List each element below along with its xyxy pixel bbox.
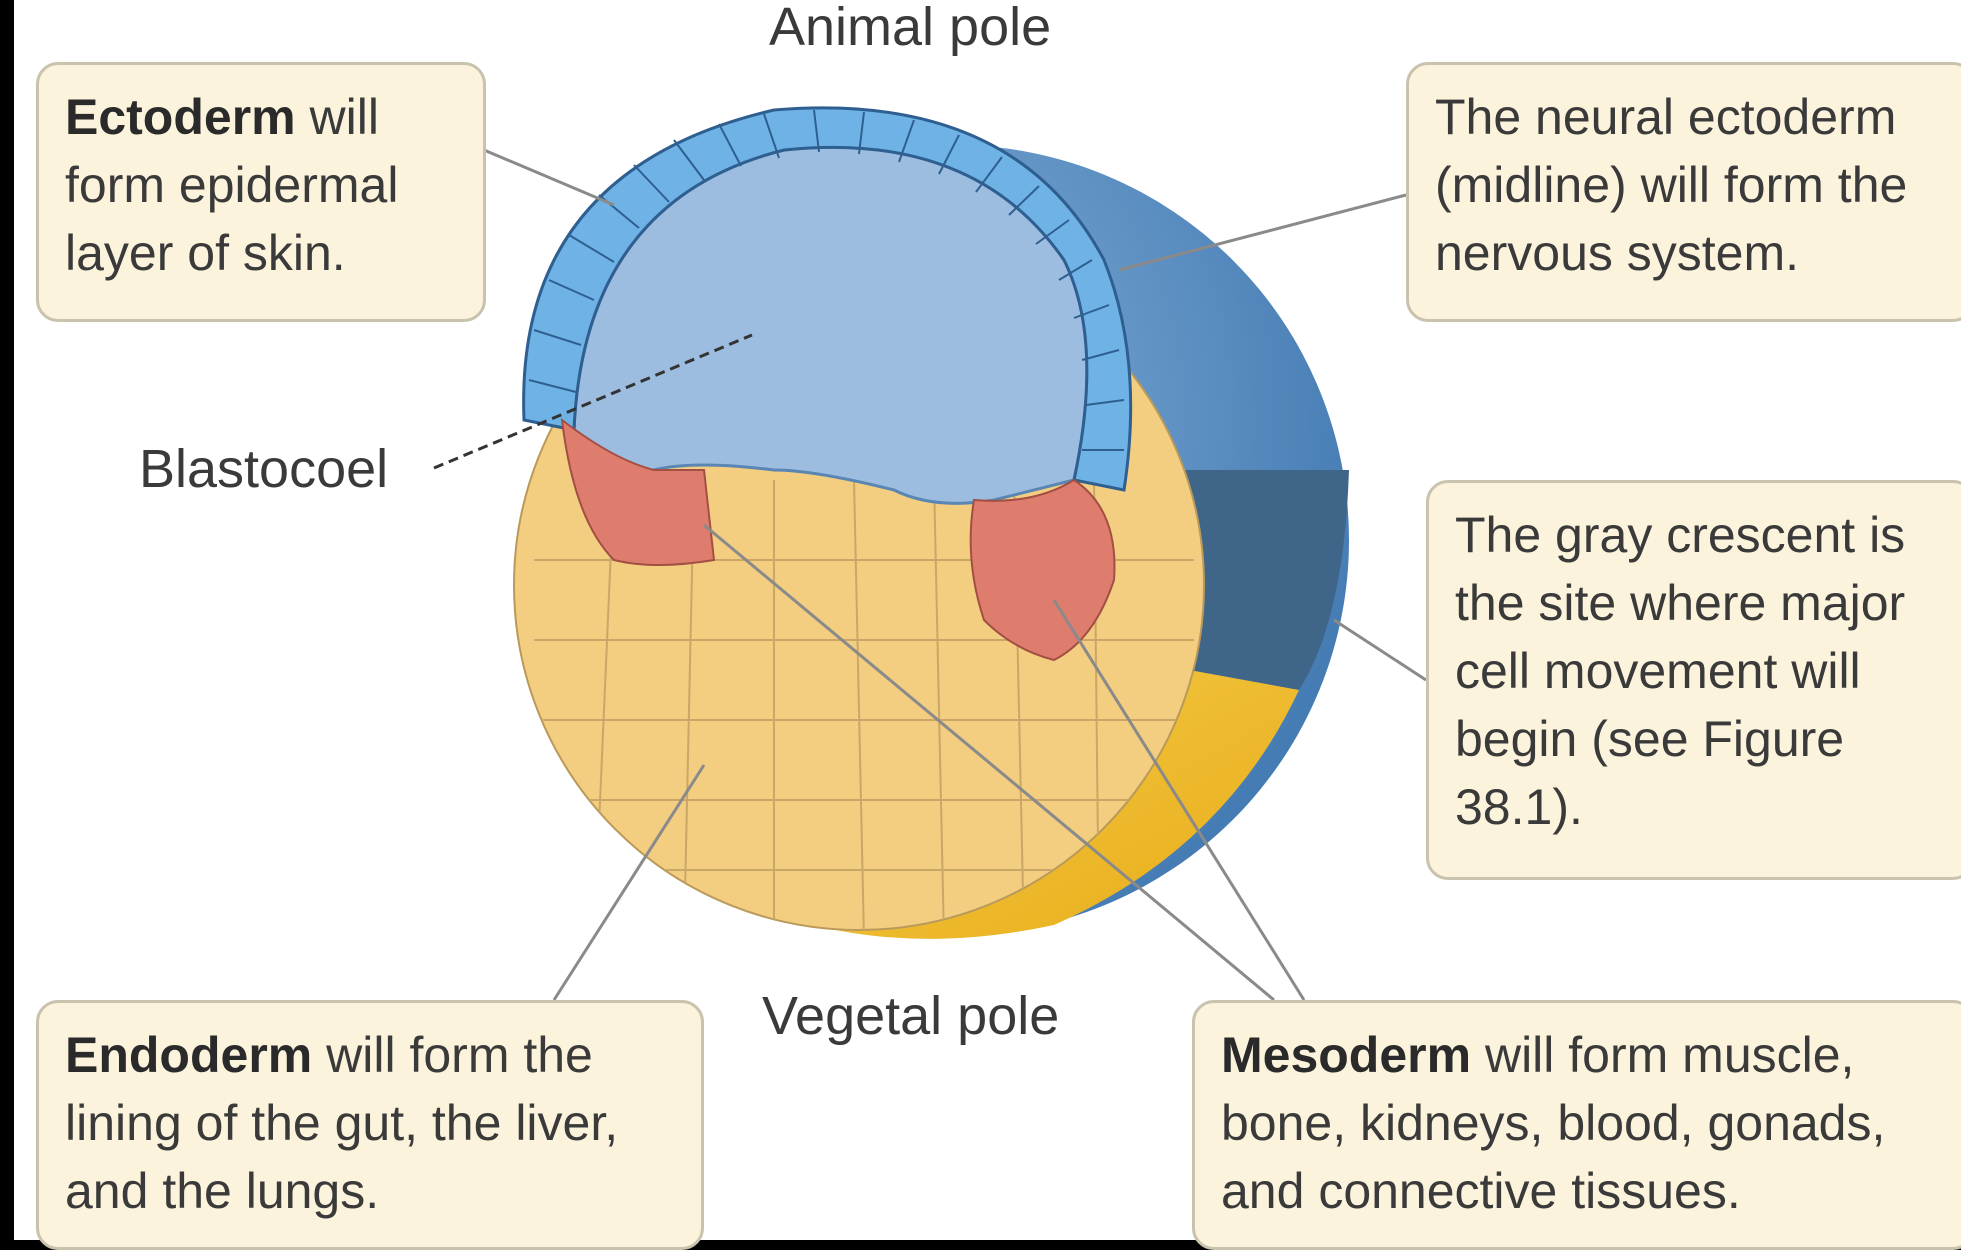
- endoderm-term: Endoderm: [65, 1027, 312, 1083]
- blastocoel-label: Blastocoel: [139, 438, 388, 500]
- ectoderm-leader: [484, 150, 614, 205]
- mesoderm-term: Mesoderm: [1221, 1027, 1471, 1083]
- endoderm-callout: Endoderm will form the lining of the gut…: [36, 1000, 704, 1250]
- neural-ectoderm-callout: The neural ectoderm (midline) will form …: [1406, 62, 1961, 322]
- neural-text: The neural ectoderm (midline) will form …: [1435, 89, 1907, 281]
- animal-pole-label: Animal pole: [769, 0, 1051, 58]
- ectoderm-term: Ectoderm: [65, 89, 296, 145]
- mesoderm-callout: Mesoderm will form muscle, bone, kidneys…: [1192, 1000, 1961, 1250]
- gray-crescent-text: The gray crescent is the site where majo…: [1455, 507, 1905, 835]
- gray-crescent-callout: The gray crescent is the site where majo…: [1426, 480, 1961, 880]
- gray-crescent-leader: [1334, 620, 1426, 680]
- vegetal-pole-label: Vegetal pole: [762, 985, 1059, 1047]
- ectoderm-callout: Ectoderm will form epidermal layer of sk…: [36, 62, 486, 322]
